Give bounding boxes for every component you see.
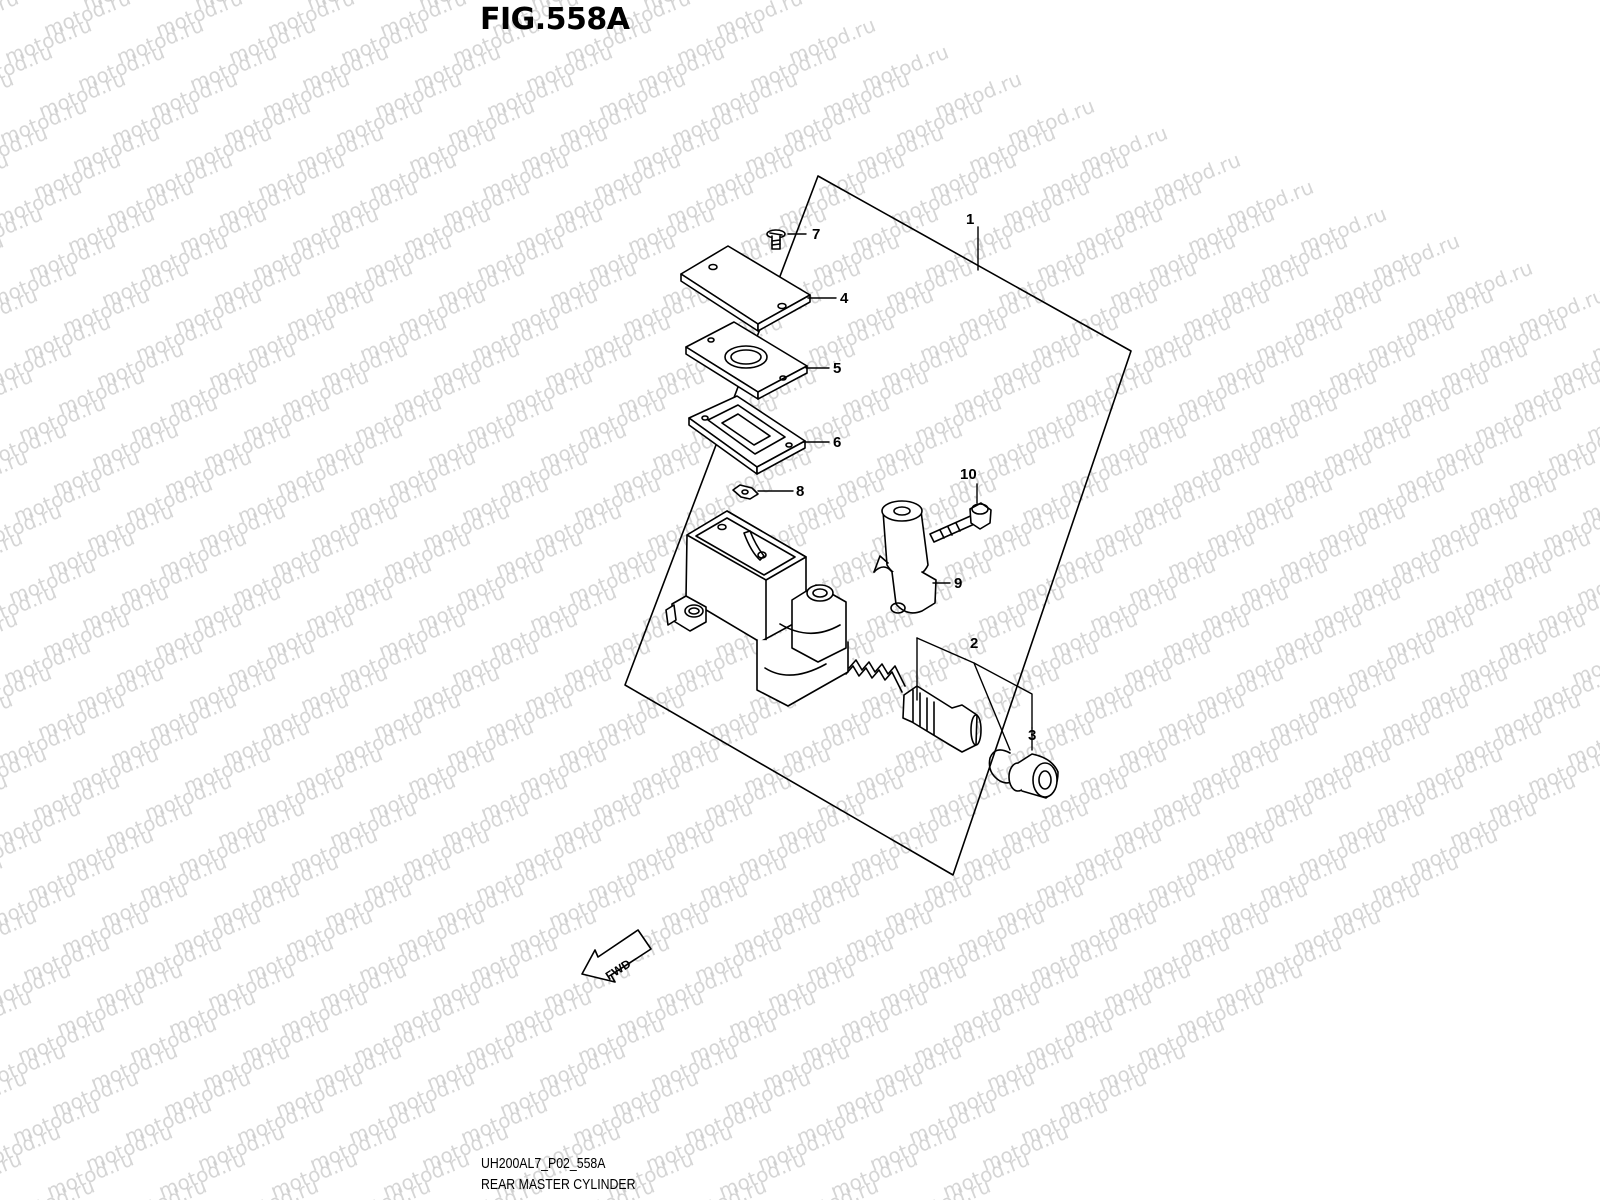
callout-9: 9 [954, 575, 962, 592]
callout-7: 7 [812, 226, 820, 243]
master-cylinder-body [665, 510, 849, 707]
callout-10: 10 [960, 466, 977, 483]
footer-name: REAR MASTER CYLINDER [481, 1176, 636, 1193]
reservoir-cap-part-4 [680, 245, 811, 332]
boot-part-3 [1008, 753, 1059, 799]
circlip-part [988, 749, 1016, 784]
callout-3: 3 [1028, 727, 1036, 744]
footer-code: UH200AL7_P02_558A [481, 1155, 606, 1172]
callout-2: 2 [970, 635, 978, 652]
callout-5: 5 [833, 360, 841, 377]
diaphragm-plate-part-5 [685, 321, 808, 400]
screw-part-7 [766, 229, 786, 250]
rubber-diaphragm-part-6 [688, 395, 806, 475]
fwd-direction-arrow [581, 929, 652, 983]
figure-title: FIG.558A [480, 2, 630, 37]
piston-assembly-part-2 [845, 659, 982, 753]
callout-6: 6 [833, 434, 841, 451]
clip-part-8 [732, 484, 759, 500]
callout-4: 4 [840, 290, 849, 307]
assembly-boundary [624, 175, 1132, 876]
callout-8: 8 [796, 483, 804, 500]
hose-joint-part-9 [873, 500, 937, 614]
bolt-part-10 [929, 502, 992, 543]
callout-1: 1 [966, 211, 974, 228]
leader-lines [757, 226, 1033, 751]
